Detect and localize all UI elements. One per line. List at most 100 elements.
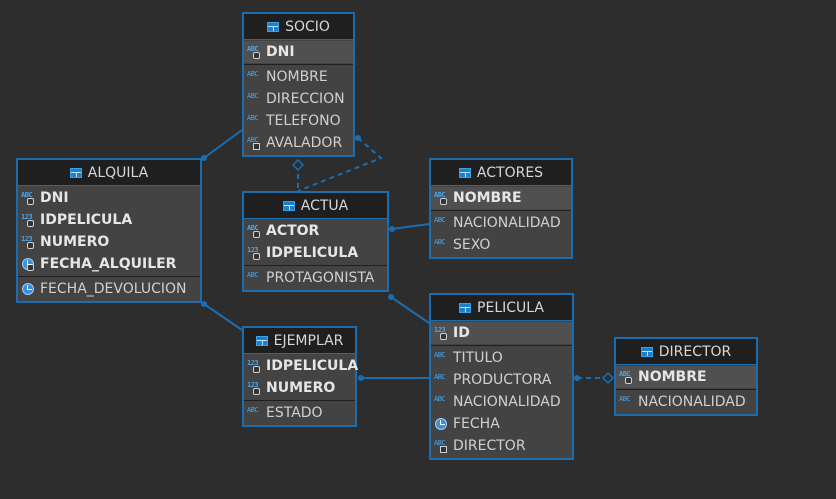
attribute-row[interactable]: ABC SEXO: [431, 234, 571, 256]
entity-header[interactable]: SOCIO: [244, 14, 353, 40]
attribute-row[interactable]: ABC NACIONALIDAD: [431, 391, 572, 413]
abc-icon: ABC: [247, 406, 259, 414]
clock-icon: [21, 282, 37, 296]
table-icon: [640, 346, 653, 357]
attribute-row[interactable]: ABC ESTADO: [244, 402, 355, 424]
optional-diamond: [601, 371, 615, 385]
rel-alquila-ejemplar[interactable]: [203, 303, 243, 331]
entity-name: SOCIO: [285, 18, 330, 35]
attribute-row[interactable]: ABC DIRECCION: [244, 88, 353, 110]
entity-header[interactable]: ACTUA: [244, 193, 387, 219]
attribute-row[interactable]: FECHA_DEVOLUCION: [18, 278, 200, 300]
attribute-name: NOMBRE: [638, 369, 707, 385]
abc-icon: ABC: [434, 395, 446, 403]
abc-icon: ABC: [247, 271, 259, 279]
entity-header[interactable]: ACTORES: [431, 160, 571, 186]
entity-header[interactable]: EJEMPLAR: [244, 328, 355, 354]
rel-alquila-socio[interactable]: [203, 129, 243, 159]
entity-name: DIRECTOR: [658, 343, 732, 360]
rel-socio-avalador[interactable]: [297, 137, 383, 192]
attribute-section: ABC ESTADO: [244, 400, 355, 425]
entity-header[interactable]: DIRECTOR: [616, 339, 756, 365]
abc-fk-icon: ABC: [247, 136, 263, 150]
abc-icon: ABC: [247, 92, 259, 100]
table-icon: [458, 167, 471, 178]
attribute-name: NACIONALIDAD: [638, 394, 746, 410]
abc-icon: ABC: [434, 238, 446, 246]
attribute-name: DNI: [40, 190, 69, 206]
connector-dot: [389, 226, 395, 232]
attribute-name: SEXO: [453, 237, 491, 253]
attribute-name: NACIONALIDAD: [453, 394, 561, 410]
attribute-name: FECHA_ALQUILER: [40, 256, 177, 272]
optional-diamond: [291, 158, 305, 172]
attribute-name: ESTADO: [266, 405, 323, 421]
entity-header[interactable]: PELICULA: [431, 295, 572, 321]
entity-name: PELICULA: [477, 299, 544, 316]
attribute-name: IDPELICULA: [40, 212, 133, 228]
num-key-icon: 123: [434, 326, 450, 340]
attribute-row[interactable]: FECHA_ALQUILER: [18, 253, 200, 275]
attribute-name: NOMBRE: [453, 190, 522, 206]
clock-key-icon: [21, 257, 37, 271]
connector-dot: [358, 375, 364, 381]
rel-actua-pelicula[interactable]: [390, 296, 430, 324]
abc-icon: ABC: [434, 351, 446, 359]
abc-key-icon: ABC: [247, 224, 263, 238]
attribute-row[interactable]: ABC TELEFONO: [244, 110, 353, 132]
entity-header[interactable]: ALQUILA: [18, 160, 200, 186]
attribute-row[interactable]: FECHA: [431, 413, 572, 435]
attribute-name: FECHA_DEVOLUCION: [40, 281, 187, 297]
attribute-name: TELEFONO: [266, 113, 341, 129]
connector-dot: [201, 301, 207, 307]
table-icon: [282, 200, 295, 211]
abc-key-icon: ABC: [434, 191, 450, 205]
attribute-name: NUMERO: [40, 234, 110, 250]
attribute-name: ID: [453, 325, 470, 341]
attribute-name: FECHA: [453, 416, 500, 432]
abc-icon: ABC: [247, 114, 259, 122]
attribute-name: DIRECCION: [266, 91, 345, 107]
table-icon: [459, 302, 472, 313]
abc-fk-icon: ABC: [434, 439, 450, 453]
abc-icon: ABC: [247, 70, 259, 78]
rel-actua-actores[interactable]: [391, 223, 430, 230]
attribute-name: PRODUCTORA: [453, 372, 552, 388]
num-key-icon: 123: [247, 359, 263, 373]
num-key-icon: 123: [21, 213, 37, 227]
clock-icon: [434, 417, 450, 431]
